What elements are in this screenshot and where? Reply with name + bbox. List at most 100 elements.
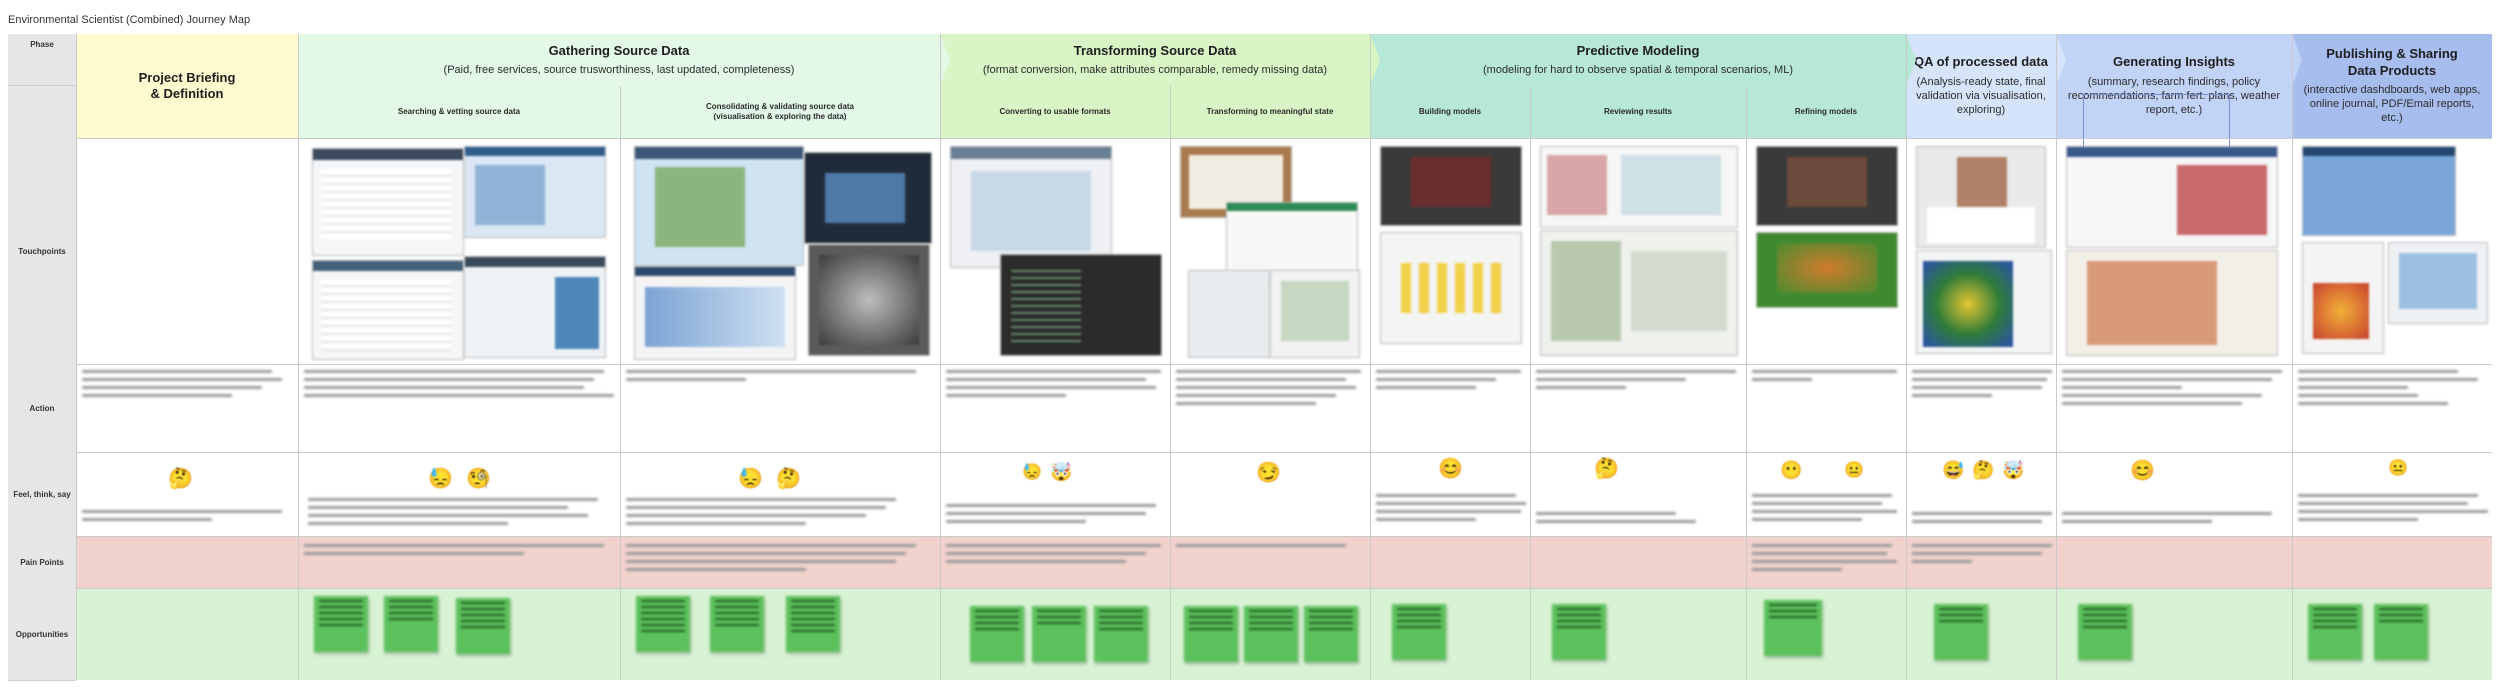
feeling-emoji: 😊 bbox=[1438, 458, 1463, 480]
touchpoint-screenshot[interactable] bbox=[1756, 232, 1898, 308]
touchpoint-screenshot[interactable] bbox=[2388, 242, 2488, 324]
opportunity-sticky-note[interactable] bbox=[1032, 606, 1086, 662]
selection-box[interactable] bbox=[2083, 94, 2230, 152]
opportunity-sticky-note[interactable] bbox=[710, 596, 764, 652]
opportunity-sticky-note[interactable] bbox=[2308, 604, 2362, 660]
feeling-emoji: 😓 bbox=[738, 468, 763, 490]
touchpoint-screenshot[interactable] bbox=[312, 148, 464, 256]
touchpoint-screenshot[interactable] bbox=[2302, 146, 2456, 236]
opportunity-sticky-note[interactable] bbox=[1764, 600, 1822, 656]
touchpoint-screenshot[interactable] bbox=[1540, 230, 1738, 356]
feeling-notes bbox=[1912, 512, 2052, 528]
feeling-emoji: 🤯 bbox=[1050, 462, 1073, 482]
row-label-touchpoints: Touchpoints bbox=[8, 138, 76, 365]
phase-arrow bbox=[1906, 34, 1916, 86]
feeling-emoji: 😓 bbox=[1022, 464, 1042, 481]
phase-arrow bbox=[2056, 34, 2066, 86]
opportunity-sticky-note[interactable] bbox=[786, 596, 840, 652]
touchpoint-screenshot[interactable] bbox=[1380, 232, 1522, 344]
phase-subtitle: (interactive dashdboards, web apps, onli… bbox=[2303, 83, 2481, 125]
action-notes bbox=[626, 370, 926, 386]
touchpoint-screenshot[interactable] bbox=[1270, 270, 1360, 358]
touchpoint-screenshot[interactable] bbox=[312, 260, 464, 360]
opportunity-sticky-note[interactable] bbox=[1304, 606, 1358, 662]
phase-generating-insights: Generating Insights (summary, research f… bbox=[2056, 34, 2292, 138]
touchpoint-screenshot[interactable] bbox=[2302, 242, 2384, 354]
phase-qa-processed-data: QA of processed data (Analysis-ready sta… bbox=[1906, 34, 2056, 138]
touchpoint-screenshot[interactable] bbox=[634, 146, 804, 266]
touchpoint-screenshot[interactable] bbox=[950, 146, 1112, 268]
feeling-notes bbox=[2298, 494, 2488, 526]
opportunity-sticky-note[interactable] bbox=[2078, 604, 2132, 660]
subphase-transforming-state: Transforming to meaningful state bbox=[1170, 86, 1370, 138]
phase-subtitle: (Paid, free services, source trusworthin… bbox=[443, 63, 795, 76]
feeling-emoji: 🤯 bbox=[2002, 460, 2025, 480]
board-title: Environmental Scientist (Combined) Journ… bbox=[8, 14, 251, 26]
phase-gathering-source-data: Gathering Source Data (Paid, free servic… bbox=[298, 34, 940, 86]
touchpoint-screenshot[interactable] bbox=[464, 256, 606, 358]
feeling-emoji: 😶 bbox=[1780, 460, 1803, 480]
action-notes bbox=[1752, 370, 1902, 386]
action-notes bbox=[2298, 370, 2488, 410]
phase-title: Publishing & Sharing Data Products bbox=[2326, 46, 2458, 78]
touchpoint-screenshot[interactable] bbox=[1756, 146, 1898, 226]
feeling-emoji: 😐 bbox=[2388, 460, 2408, 477]
opportunity-sticky-note[interactable] bbox=[1934, 604, 1988, 660]
touchpoint-screenshot[interactable] bbox=[808, 244, 930, 356]
feeling-notes bbox=[1376, 494, 1526, 526]
phase-subtitle: (Analysis-ready state, final validation … bbox=[1916, 75, 2046, 117]
phase-title: Predictive Modeling bbox=[1576, 42, 1700, 58]
feeling-notes bbox=[626, 498, 926, 530]
row-label-phase: Phase bbox=[8, 34, 76, 86]
opportunity-sticky-note[interactable] bbox=[2374, 604, 2428, 660]
touchpoint-screenshot[interactable] bbox=[464, 146, 606, 238]
touchpoint-screenshot[interactable] bbox=[1000, 254, 1162, 356]
action-notes bbox=[1176, 370, 1366, 410]
opportunity-sticky-note[interactable] bbox=[636, 596, 690, 652]
touchpoint-screenshot[interactable] bbox=[2066, 250, 2278, 356]
opportunity-sticky-note[interactable] bbox=[1184, 606, 1238, 662]
phase-arrow bbox=[940, 34, 950, 86]
feeling-notes bbox=[946, 504, 1166, 528]
subphase-building-models: Building models bbox=[1370, 86, 1530, 138]
touchpoint-screenshot[interactable] bbox=[804, 152, 932, 244]
touchpoint-screenshot[interactable] bbox=[2066, 146, 2278, 248]
touchpoint-screenshot[interactable] bbox=[1540, 146, 1738, 228]
opportunity-sticky-note[interactable] bbox=[314, 596, 368, 652]
touchpoint-screenshot[interactable] bbox=[634, 266, 796, 360]
feeling-emoji: 🤔 bbox=[1594, 458, 1619, 480]
pain-notes bbox=[1752, 544, 1902, 576]
feeling-notes bbox=[2062, 512, 2288, 528]
action-notes bbox=[2062, 370, 2288, 410]
opportunity-sticky-note[interactable] bbox=[1552, 604, 1606, 660]
feeling-notes bbox=[308, 498, 608, 530]
pain-notes bbox=[626, 544, 926, 576]
touchpoint-screenshot[interactable] bbox=[1916, 250, 2052, 354]
touchpoint-screenshot[interactable] bbox=[1188, 270, 1270, 358]
phase-title: Project Briefing & Definition bbox=[138, 69, 236, 101]
subphase-refining-models: Refining models bbox=[1746, 86, 1906, 138]
pain-notes bbox=[946, 544, 1166, 568]
feeling-emoji: 😊 bbox=[2130, 460, 2155, 482]
opportunity-sticky-note[interactable] bbox=[1392, 604, 1446, 660]
feeling-emoji: 🧐 bbox=[466, 468, 491, 490]
row-label-spacer bbox=[8, 86, 76, 139]
opportunity-sticky-note[interactable] bbox=[384, 596, 438, 652]
subphase-converting-formats: Converting to usable formats bbox=[940, 86, 1170, 138]
touchpoint-screenshot[interactable] bbox=[1916, 146, 2046, 248]
phase-subtitle: (summary, research findings, policy reco… bbox=[2067, 75, 2281, 117]
opportunity-sticky-note[interactable] bbox=[456, 598, 510, 654]
feeling-notes bbox=[1536, 512, 1736, 528]
touchpoint-screenshot[interactable] bbox=[1380, 146, 1522, 226]
feeling-emoji: 🤔 bbox=[776, 468, 801, 490]
phase-subtitle: (format conversion, make attributes comp… bbox=[982, 63, 1328, 76]
action-notes bbox=[1536, 370, 1736, 394]
phase-project-briefing: Project Briefing & Definition bbox=[76, 34, 298, 138]
phase-transforming-source-data: Transforming Source Data (format convers… bbox=[940, 34, 1370, 86]
opportunity-sticky-note[interactable] bbox=[1244, 606, 1298, 662]
phase-subtitle: (modeling for hard to observe spatial & … bbox=[1483, 63, 1793, 76]
phase-title: QA of processed data bbox=[1914, 54, 2048, 70]
opportunity-sticky-note[interactable] bbox=[970, 606, 1024, 662]
opportunity-sticky-note[interactable] bbox=[1094, 606, 1148, 662]
row-label-pain: Pain Points bbox=[8, 536, 76, 589]
